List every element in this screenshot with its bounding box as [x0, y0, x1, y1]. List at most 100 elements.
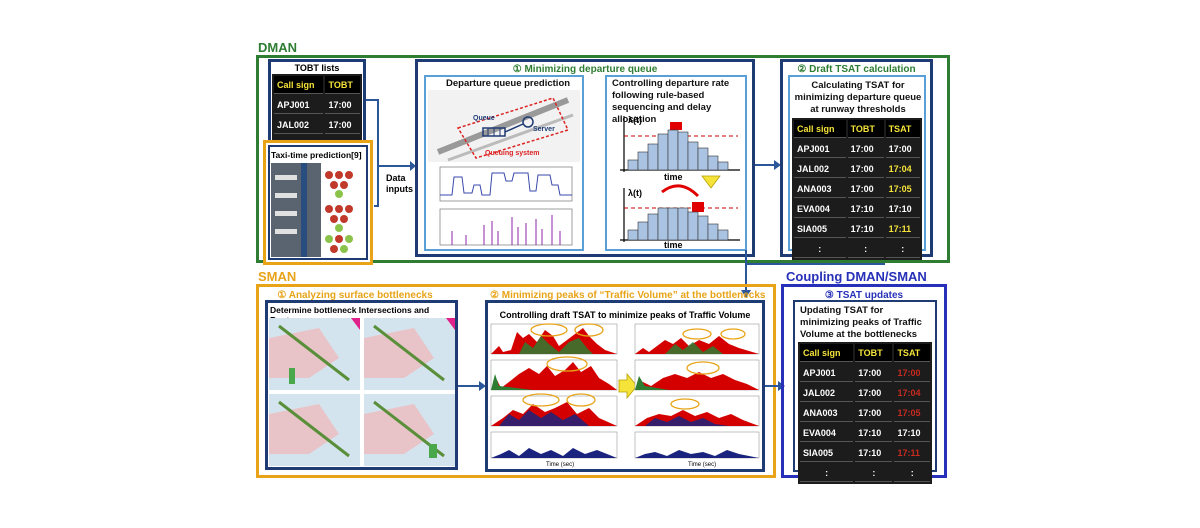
cell: : [885, 240, 920, 258]
cell: : [800, 464, 854, 482]
col-header: TOBT [855, 344, 893, 362]
time-label-top: time [664, 172, 683, 182]
cell: 17:05 [894, 404, 930, 422]
cell: 17:00 [325, 96, 360, 114]
col-header: Call sign [274, 76, 324, 94]
cell: 17:10 [894, 424, 930, 442]
cell: JAL002 [274, 116, 324, 134]
sman-s1-title: ① Analyzing surface bottlenecks [277, 290, 433, 301]
col-header: TSAT [894, 344, 930, 362]
data-input-connectors [366, 99, 416, 207]
cell: 17:11 [894, 444, 930, 462]
tsat-updates-desc: Updating TSAT for minimizing peaks of Tr… [800, 305, 922, 340]
cell: 17:10 [847, 200, 884, 218]
dman-s1-frame [415, 59, 755, 257]
table-header-row: Call sign TOBT TSAT [800, 344, 930, 362]
cell: APJ001 [800, 364, 854, 382]
server-label: Server [533, 126, 555, 133]
cell: 17:10 [847, 220, 884, 238]
cell: 17:11 [885, 220, 920, 238]
lambda-label-bottom: λ(t) [628, 188, 642, 198]
table-header-row: Call sign TOBT [274, 76, 360, 94]
cell: 17:05 [885, 180, 920, 198]
sman-s1-frame [265, 300, 458, 470]
chart-right [634, 323, 760, 459]
arrow-sman-s1-to-s2 [458, 381, 486, 391]
queuing-system-label: Queuing system [485, 150, 540, 157]
tobt-lists-title: TOBT lists [294, 63, 340, 73]
cell: : [855, 464, 893, 482]
taxi-time-inner [268, 145, 368, 260]
cell: 17:00 [855, 404, 893, 422]
col-header: TOBT [325, 76, 360, 94]
cell: 17:00 [325, 116, 360, 134]
cell: 17:10 [855, 444, 893, 462]
queue-prediction-title: Departure queue prediction [446, 78, 571, 89]
dman-frame [256, 55, 950, 263]
col-header: TSAT [885, 120, 920, 138]
col-header: Call sign [794, 120, 846, 138]
taxi-time-title: Taxi-time prediction[9] [271, 150, 362, 160]
cell: APJ001 [794, 140, 846, 158]
cell: 17:10 [885, 200, 920, 218]
coupling-label: Coupling DMAN/SMAN [786, 269, 927, 284]
rate-control-title: Controlling departure rate following rul… [612, 78, 730, 125]
table-row: ::: [794, 240, 920, 258]
queuing-system-diagram [428, 90, 580, 162]
sman-frame [256, 284, 776, 478]
cell: 17:10 [855, 424, 893, 442]
cell: 17:00 [894, 364, 930, 382]
cell: JAL002 [800, 384, 854, 402]
cell: ANA003 [794, 180, 846, 198]
chart-left [490, 323, 618, 459]
time-label-bottom: time [664, 240, 683, 250]
time-sec-label-left: Time (sec) [546, 462, 575, 468]
cell: : [894, 464, 930, 482]
taxi-time-figure [271, 163, 353, 257]
rate-histograms [620, 116, 740, 242]
sman-label: SMAN [258, 269, 297, 284]
cell: 17:00 [855, 364, 893, 382]
col-header: TOBT [847, 120, 884, 138]
cell: 17:00 [885, 140, 920, 158]
cell: 17:04 [894, 384, 930, 402]
cell: JAL002 [794, 160, 846, 178]
cell: EVA004 [800, 424, 854, 442]
cell: SIA005 [800, 444, 854, 462]
cell: 17:00 [847, 160, 884, 178]
table-row: APJ001 17:00 [274, 96, 360, 114]
dman-label: DMAN [258, 40, 297, 55]
bottleneck-maps [269, 318, 455, 466]
cell: 17:04 [885, 160, 920, 178]
cell: 17:00 [847, 180, 884, 198]
sman-s2-title: ② Minimizing peaks of “Traffic Volume” a… [490, 290, 766, 301]
lambda-label-top: λ(t) [628, 115, 642, 125]
dman-s1-title: ① Minimizing departure queue [512, 64, 658, 75]
sman-s2-desc: Controlling draft TSAT to minimize peaks… [499, 310, 751, 320]
cell: APJ001 [274, 96, 324, 114]
cell: 17:00 [847, 140, 884, 158]
coupling-s3-title: ③ TSAT updates [824, 290, 904, 301]
queue-label: Queue [473, 115, 495, 122]
coupling-connector [745, 263, 885, 265]
sman-s2-frame [485, 300, 765, 472]
col-header: Call sign [800, 344, 854, 362]
arrow-s1-to-s2 [755, 160, 781, 170]
draft-tsat-desc: Calculating TSAT for minimizing departur… [794, 80, 922, 115]
data-inputs-label: Data inputs [386, 173, 413, 194]
time-sec-label-right: Time (sec) [688, 462, 717, 468]
cell: SIA005 [794, 220, 846, 238]
cell: : [794, 240, 846, 258]
table-row: JAL002 17:00 [274, 116, 360, 134]
cell: EVA004 [794, 200, 846, 218]
